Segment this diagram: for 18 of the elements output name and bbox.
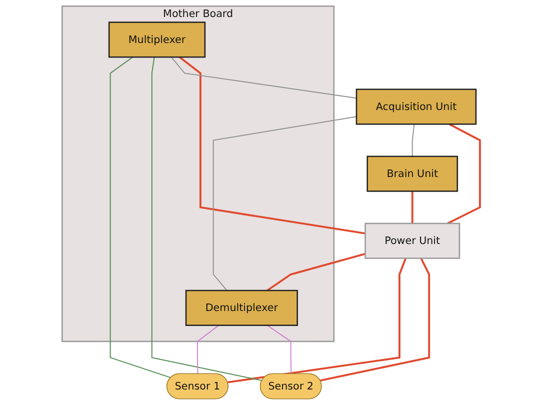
node-box: Multiplexer	[108, 22, 206, 58]
connector	[266, 324, 292, 374]
connector	[170, 56, 357, 99]
connector	[227, 258, 407, 384]
connector	[320, 258, 430, 382]
connector	[151, 56, 263, 382]
node-box: Acquisition Unit	[356, 88, 477, 125]
node-box: Power Unit	[364, 222, 460, 259]
connector	[266, 252, 366, 292]
connector	[412, 124, 415, 157]
connector	[411, 191, 414, 224]
connector	[212, 116, 357, 291]
connector	[178, 56, 366, 234]
node-box: Brain Unit	[366, 156, 458, 192]
node-box: Demultiplexer	[185, 290, 298, 326]
connector	[110, 56, 172, 378]
connector	[196, 324, 220, 374]
connector	[446, 123, 481, 224]
